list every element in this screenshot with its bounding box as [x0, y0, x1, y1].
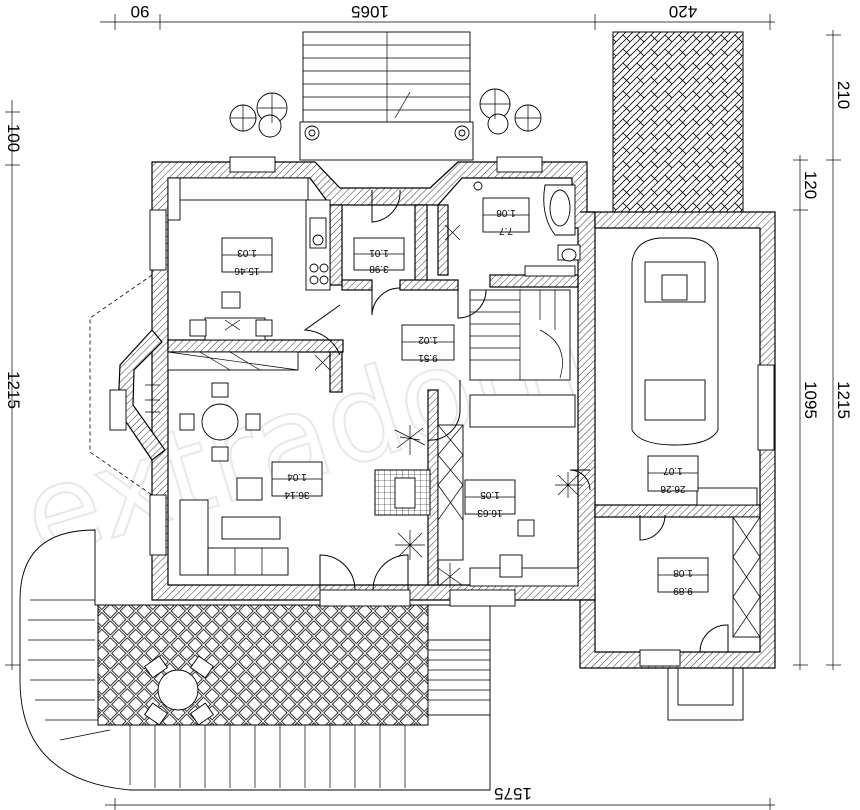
- svg-text:36.14: 36.14: [284, 489, 309, 500]
- svg-text:9.89: 9.89: [673, 585, 693, 596]
- dim-top-left: 90: [131, 2, 150, 21]
- svg-text:1.01: 1.01: [369, 247, 389, 258]
- room-label-1.04: 1.04 36.14: [271, 461, 323, 500]
- dim-left-upper: 100: [4, 124, 23, 152]
- room-label-1.01: 1.01 3.98: [353, 237, 405, 274]
- bathroom-fixtures: [473, 181, 581, 277]
- svg-text:1.08: 1.08: [673, 567, 693, 578]
- svg-text:16.63: 16.63: [477, 507, 502, 518]
- entrance-steps: [299, 31, 474, 161]
- door-swings: [303, 189, 729, 653]
- kitchen-furniture: [167, 177, 331, 371]
- room-label-1.03: 1.03 15.46: [221, 237, 273, 276]
- svg-text:1.06: 1.06: [496, 207, 516, 218]
- staircase: [469, 289, 571, 381]
- plants: [145, 224, 582, 588]
- dim-right-top: 210: [834, 81, 853, 109]
- room-label-1.05: 1.05 16.63: [464, 479, 516, 518]
- svg-text:1.03: 1.03: [237, 247, 257, 258]
- room-label-1.08: 1.08 9.89: [657, 557, 709, 596]
- svg-text:26.26: 26.26: [660, 483, 685, 494]
- building-walls: [117, 161, 776, 669]
- dim-left-main: 1215: [4, 371, 23, 409]
- terrace: [19, 529, 491, 791]
- dim-right-second: 120: [801, 171, 820, 199]
- dim-bottom: 1575: [494, 784, 532, 803]
- windows: [109, 156, 775, 667]
- dim-right-outer: 1215: [834, 381, 853, 419]
- dimension-lines: [5, 14, 841, 810]
- svg-text:7.7: 7.7: [499, 225, 513, 236]
- room-label-1.06: 1.06 7.7: [482, 197, 530, 236]
- room-label-1.07: 1.07 26.26: [647, 455, 699, 494]
- svg-text:15.46: 15.46: [234, 265, 259, 276]
- shrub-left: [229, 92, 288, 138]
- svg-text:1.02: 1.02: [418, 334, 438, 345]
- dim-top-middle: 1065: [351, 2, 389, 21]
- room-label-1.02: 1.02 9.51: [401, 324, 455, 363]
- shrub-right: [479, 88, 542, 135]
- svg-text:1.07: 1.07: [663, 465, 683, 476]
- svg-text:3.98: 3.98: [369, 263, 389, 274]
- dim-right-inner: 1095: [801, 381, 820, 419]
- driveway-paving: [612, 31, 744, 213]
- wardrobe: [732, 516, 761, 638]
- svg-text:1.05: 1.05: [480, 489, 500, 500]
- car: [631, 237, 758, 506]
- study-furniture: [437, 394, 579, 587]
- svg-text:9.51: 9.51: [418, 352, 438, 363]
- svg-text:1.04: 1.04: [287, 471, 307, 482]
- living-furniture: [179, 382, 431, 576]
- dim-top-right: 420: [669, 2, 697, 21]
